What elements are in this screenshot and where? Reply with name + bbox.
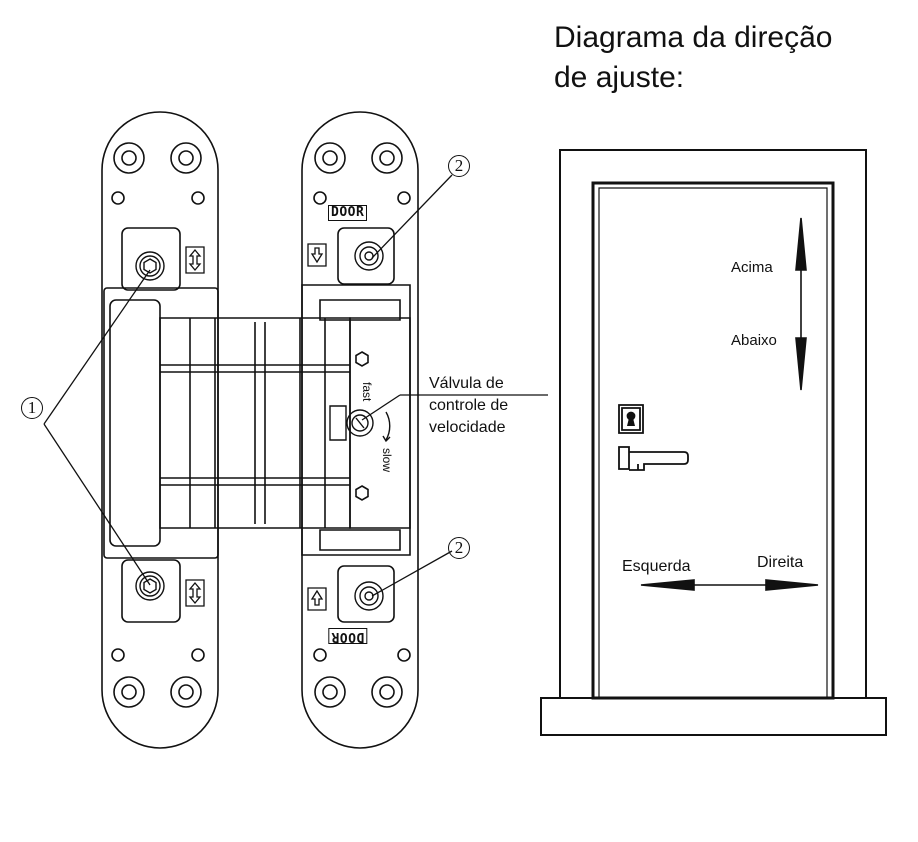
left-right-arrow-icon	[641, 580, 818, 590]
valve-label-line-2: controle de	[429, 397, 509, 414]
callout-number-2-top: 2	[448, 155, 470, 177]
valve-label-line-3: velocidade	[429, 419, 506, 436]
diagram-title: Diagrama da direção de ajuste:	[554, 18, 832, 98]
door-leaf-inner	[599, 188, 827, 698]
hex-screw-left-top-icon	[136, 252, 164, 280]
hinge-central-body	[104, 285, 410, 558]
speed-valve-icon	[330, 406, 390, 441]
hinge-right-leaf	[302, 112, 418, 748]
callout-number-1: 1	[21, 397, 43, 419]
vertical-adjust-symbol-left-top-icon	[186, 247, 204, 273]
valve-label-line-1: Válvula de	[429, 375, 504, 392]
door-threshold	[541, 698, 886, 735]
down-label: Abaixo	[731, 332, 777, 349]
hex-screw-left-bottom-icon	[136, 572, 164, 600]
diagram-title-line-1: Diagrama da direção	[554, 21, 833, 54]
up-down-arrow-icon	[796, 218, 806, 390]
mounting-holes-right-bottom	[314, 649, 410, 707]
callout-number-2-bottom: 2	[448, 537, 470, 559]
mounting-holes-left-top	[112, 143, 204, 204]
mounting-holes-left-bottom	[112, 649, 204, 707]
hinge-left-leaf	[102, 112, 218, 748]
callout-leaders	[44, 175, 548, 596]
diagram-title-line-2: de ajuste:	[554, 61, 685, 94]
up-label: Acima	[731, 259, 773, 276]
left-label: Esquerda	[622, 558, 691, 575]
direction-symbol-right-top-icon	[308, 244, 326, 266]
door-frame	[560, 150, 866, 698]
direction-symbol-right-bottom-icon	[308, 588, 326, 610]
cam-screw-right-bottom-icon	[355, 582, 383, 610]
door-lock-icon	[619, 405, 643, 433]
door-tag-top: DOOR	[328, 205, 368, 221]
cam-screw-right-top-icon	[355, 242, 383, 270]
mounting-holes-right-top	[314, 143, 410, 204]
vertical-adjust-symbol-left-bottom-icon	[186, 580, 204, 606]
right-label: Direita	[757, 554, 804, 571]
door-handle-icon	[619, 447, 688, 470]
